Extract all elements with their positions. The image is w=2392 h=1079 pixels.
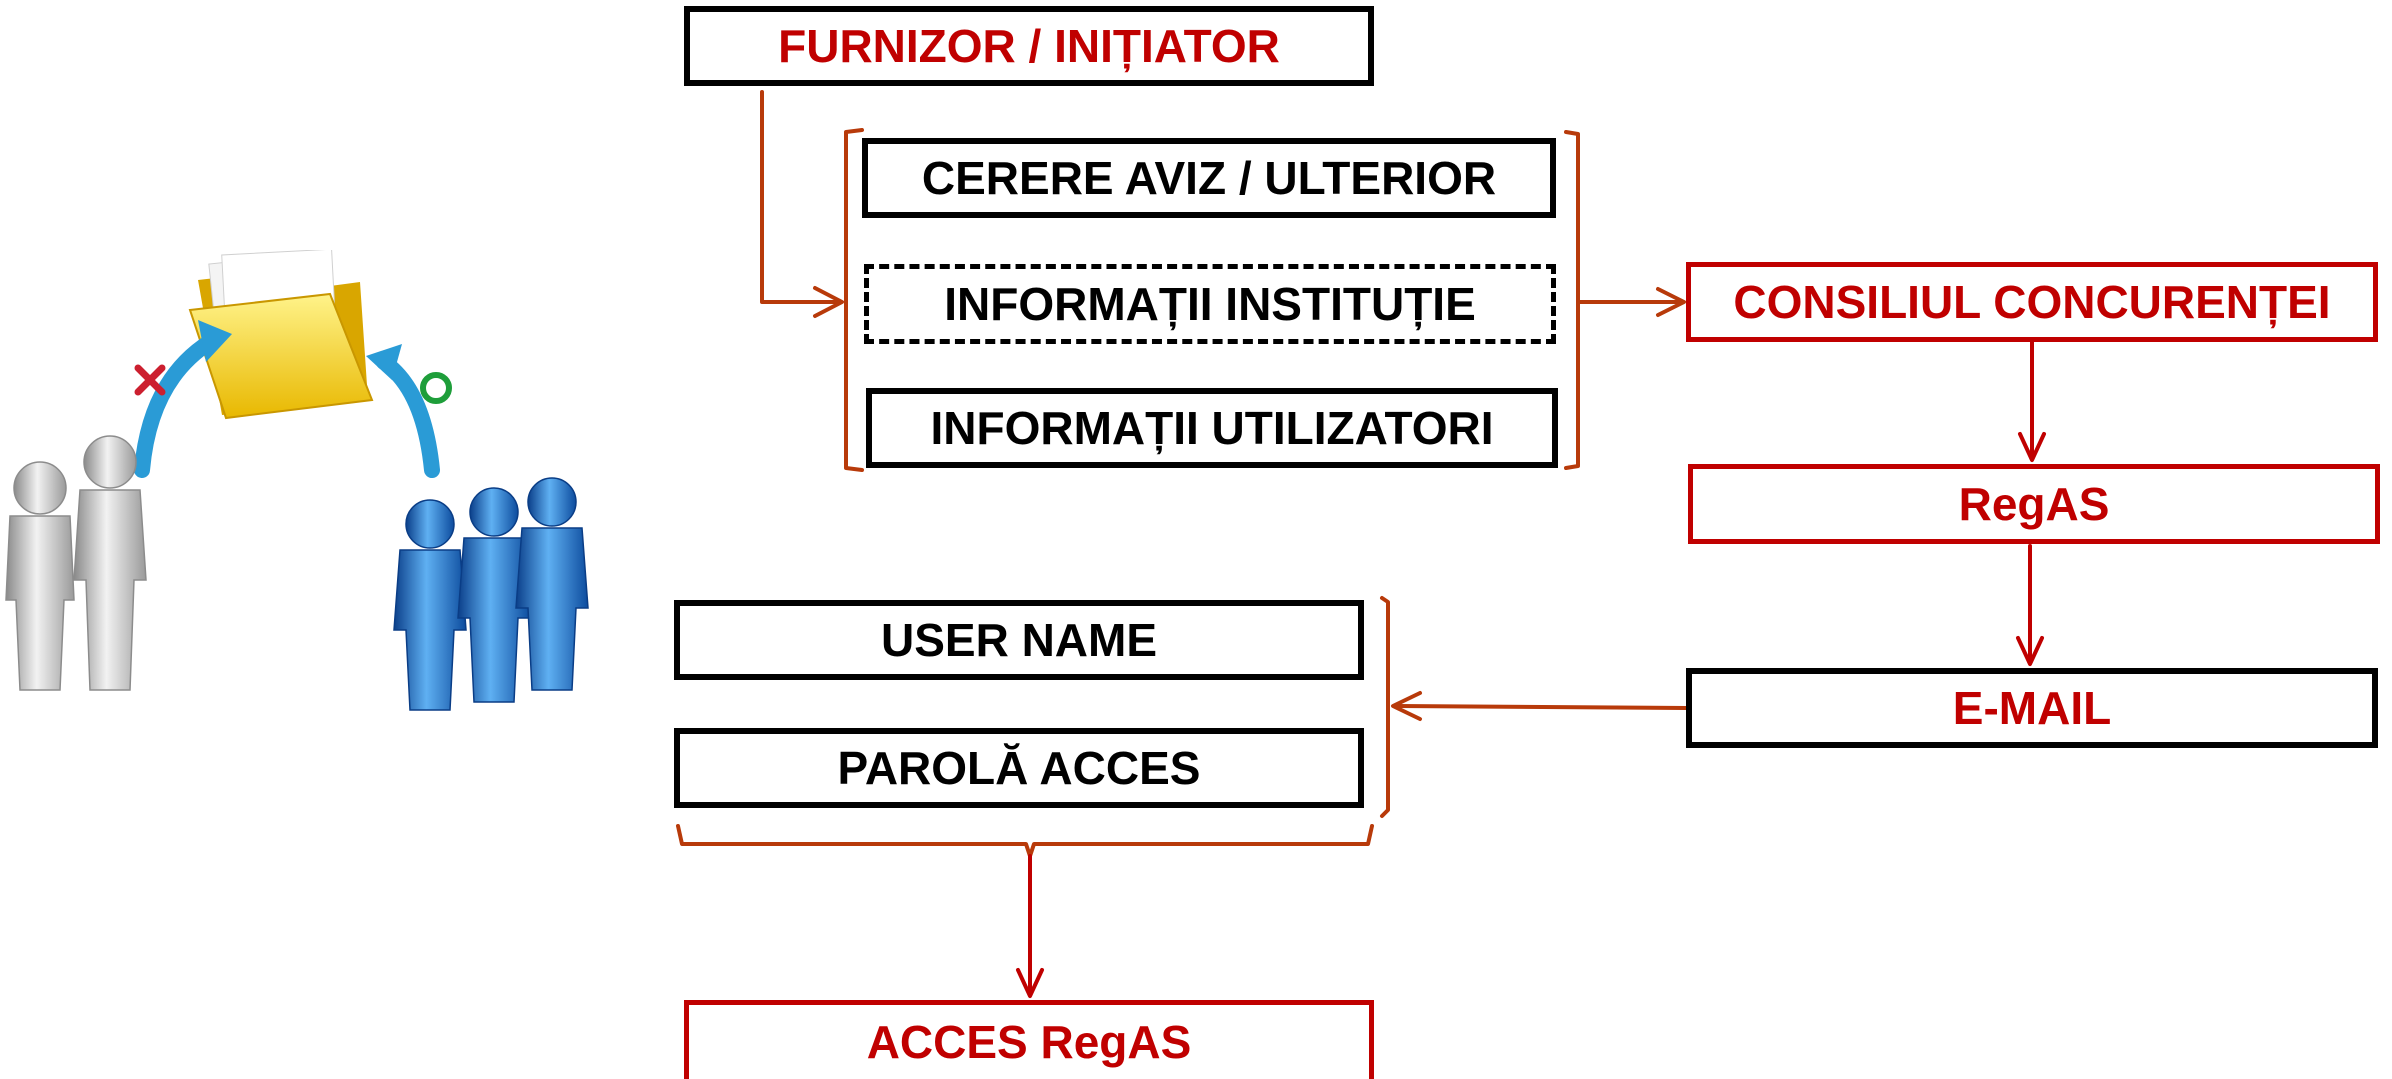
- password-label: PAROLĂ ACCES: [837, 742, 1201, 794]
- password-box: PAROLĂ ACCES: [674, 728, 1364, 808]
- grey-people-icon: [5, 435, 147, 691]
- institution-info-label: INFORMAȚII INSTITUȚIE: [944, 278, 1476, 330]
- arrow-initiator-to-group: [760, 90, 842, 304]
- arrow-initiator-to-group-head: [813, 286, 844, 318]
- approve-circle-icon: [420, 372, 452, 404]
- arrow-group-to-council-head: [1656, 287, 1686, 317]
- arrow-credentials-to-access-head: [1016, 968, 1044, 998]
- right-curved-arrow-icon: [366, 344, 440, 478]
- regas-box: RegAS: [1688, 464, 2380, 544]
- folder-icon: [188, 250, 374, 420]
- illustration: [5, 250, 589, 711]
- bracket-right-group: [1564, 130, 1580, 470]
- regas-label: RegAS: [1958, 478, 2110, 530]
- council-box: CONSILIUL CONCURENȚEI: [1686, 262, 2378, 342]
- email-box: E-MAIL: [1686, 668, 2378, 748]
- user-info-label: INFORMAȚII UTILIZATORI: [930, 402, 1494, 454]
- brace-bottom-credentials: [676, 824, 1374, 858]
- arrow-regas-to-email-head: [2016, 636, 2044, 666]
- username-label: USER NAME: [880, 614, 1158, 666]
- initiator-label: FURNIZOR / INIȚIATOR: [778, 20, 1280, 72]
- arrow-council-to-regas-head: [2018, 432, 2046, 462]
- reject-x-icon: [134, 364, 166, 396]
- access-box: ACCES RegAS: [684, 1000, 1374, 1079]
- initiator-box: FURNIZOR / INIȚIATOR: [684, 6, 1374, 86]
- bracket-right-credentials: [1380, 596, 1390, 818]
- request-label: CERERE AVIZ / ULTERIOR: [921, 152, 1497, 204]
- access-label: ACCES RegAS: [866, 1016, 1192, 1068]
- council-label: CONSILIUL CONCURENȚEI: [1733, 276, 2331, 328]
- username-box: USER NAME: [674, 600, 1364, 680]
- email-label: E-MAIL: [1952, 682, 2112, 734]
- arrow-email-to-credentials: [1392, 704, 1688, 710]
- request-box: CERERE AVIZ / ULTERIOR: [862, 138, 1556, 218]
- user-info-box: INFORMAȚII UTILIZATORI: [866, 388, 1558, 468]
- bracket-left-group: [844, 128, 864, 472]
- institution-info-box: INFORMAȚII INSTITUȚIE: [864, 264, 1556, 344]
- blue-people-icon: [393, 477, 589, 711]
- arrow-email-to-credentials-head: [1391, 691, 1422, 721]
